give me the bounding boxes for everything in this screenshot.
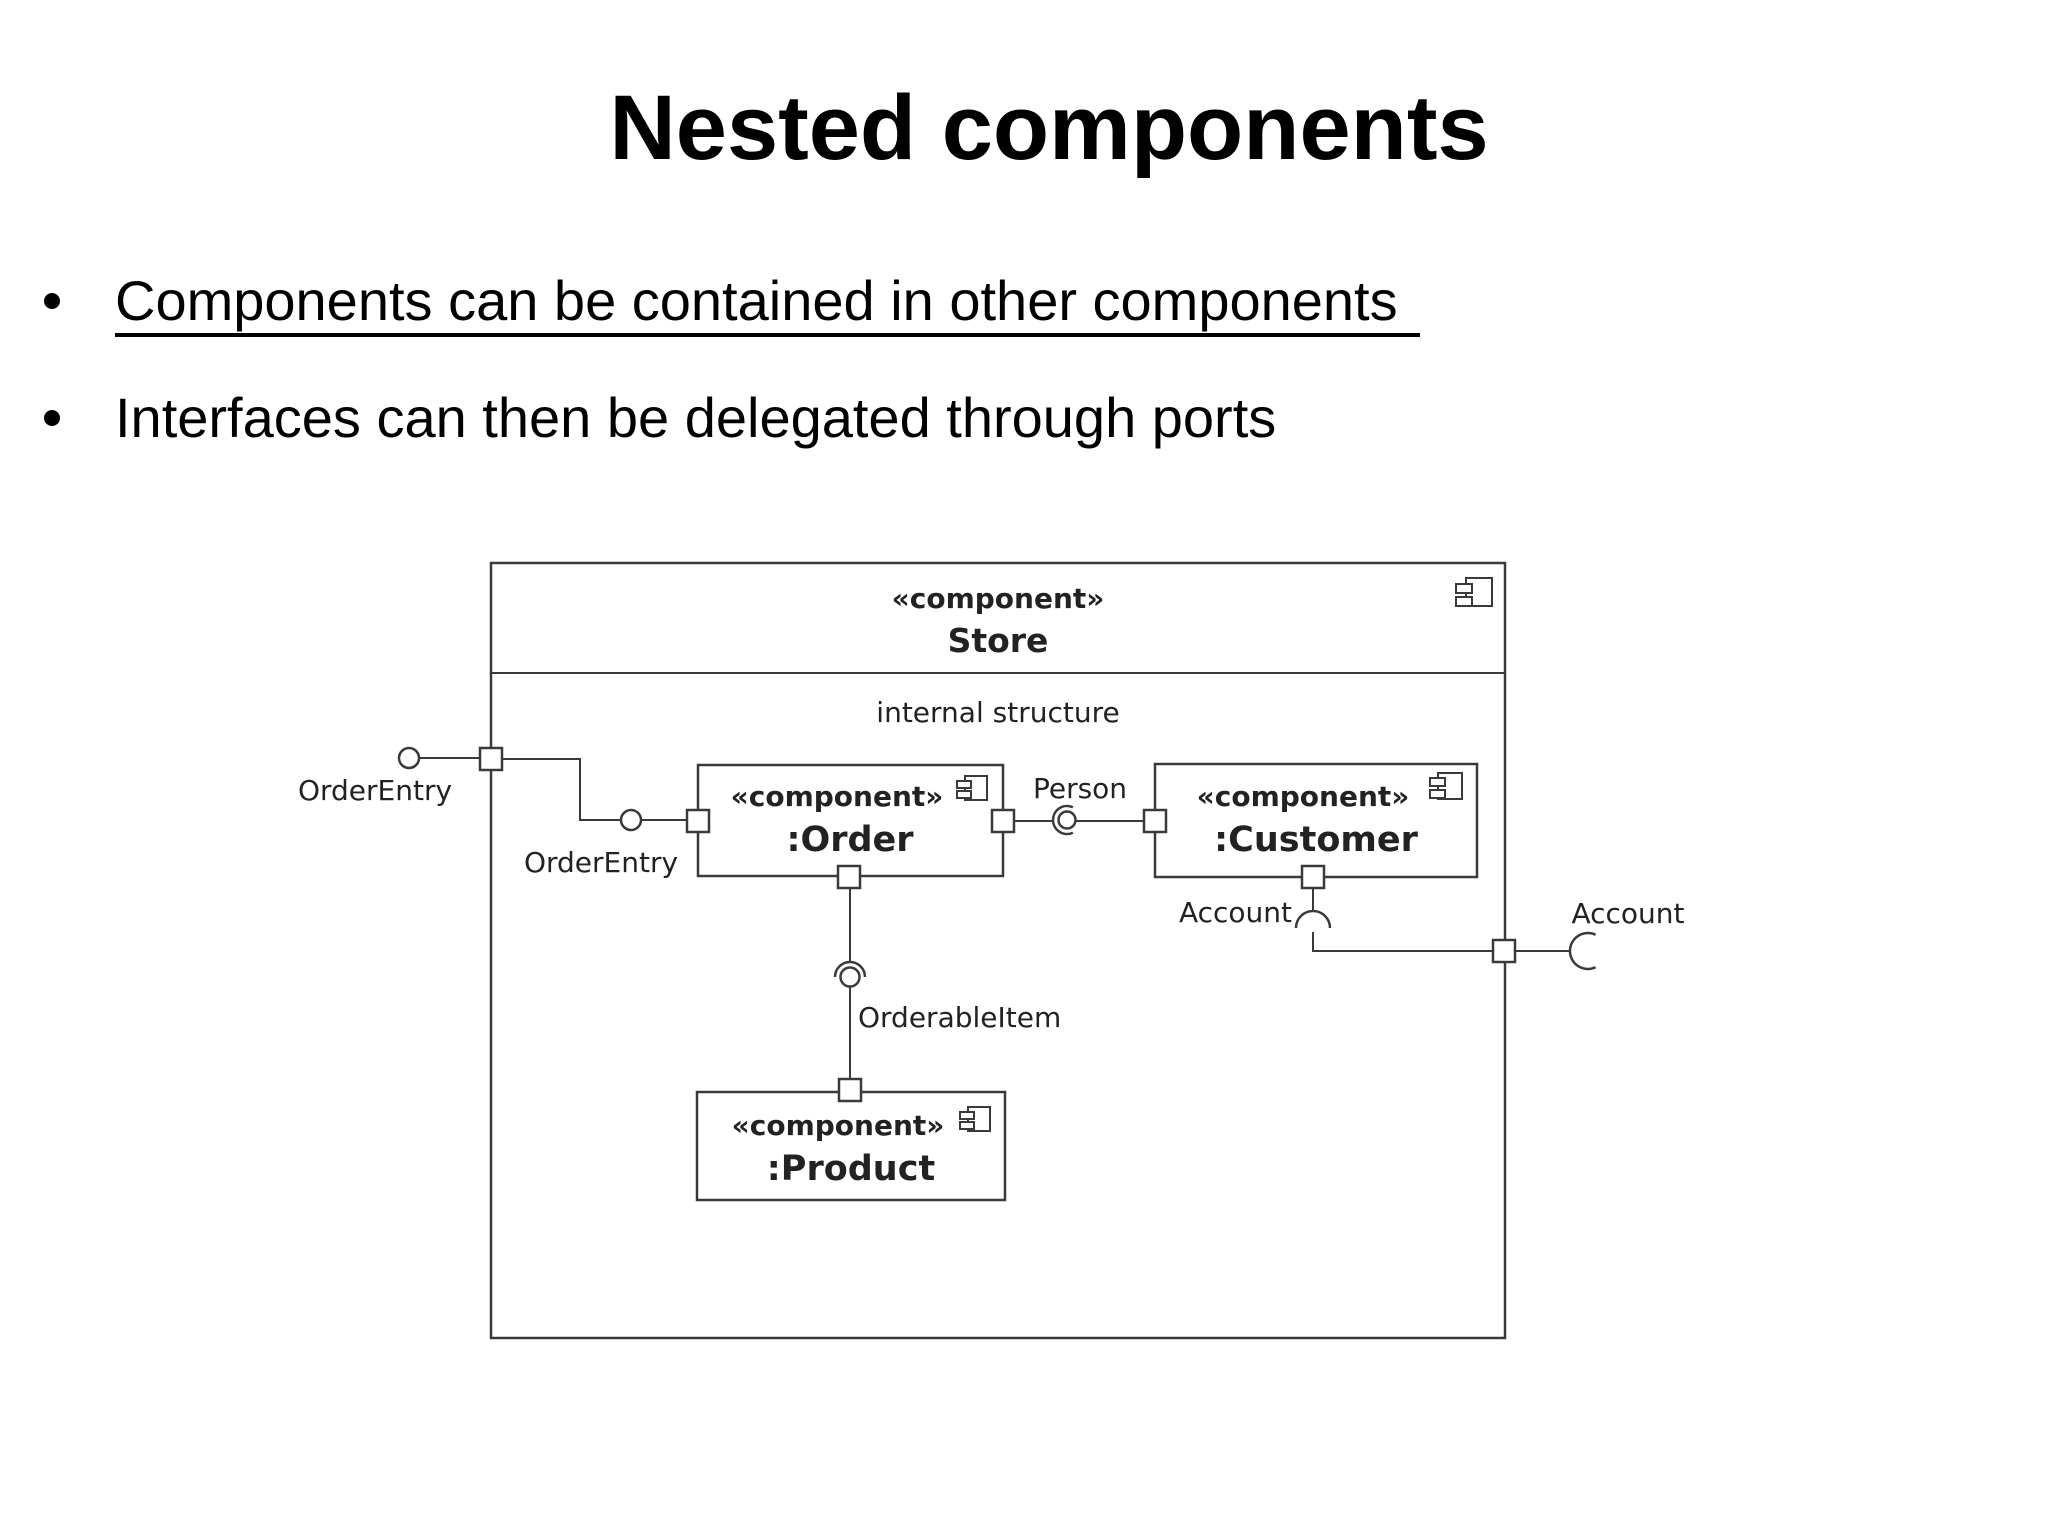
- orderentry-delegation-wire: [502, 758, 621, 821]
- orderentry-inner-ball-icon: [619, 808, 643, 832]
- store-account-port: [1491, 938, 1517, 964]
- bullet-text: Components can be contained in other com…: [115, 273, 1420, 337]
- store-orderentry-port: [478, 746, 504, 772]
- customer-component: «component» :Customer: [1153, 762, 1479, 879]
- store-stereotype: «component»: [892, 582, 1105, 615]
- bullet-dot: [44, 293, 60, 309]
- component-icon: [959, 1106, 991, 1132]
- order-left-port: [685, 808, 711, 834]
- person-ball-icon: [1057, 810, 1077, 830]
- account-external-label: Account: [1571, 897, 1684, 930]
- ports: [478, 746, 1517, 1103]
- component-icon: [956, 775, 988, 801]
- interface-labels: OrderEntry OrderEntry Person OrderableIt…: [298, 772, 1685, 1034]
- customer-left-port: [1142, 808, 1168, 834]
- orderableitem-socket-icon: [833, 960, 867, 978]
- account-external-socket-icon: [1568, 931, 1597, 971]
- orderentry-internal-label: OrderEntry: [524, 846, 678, 879]
- component-icon: [1455, 577, 1493, 607]
- product-top-port: [837, 1077, 863, 1103]
- order-name: :Order: [786, 820, 914, 860]
- customer-stereotype: «component»: [1197, 780, 1410, 813]
- bullet-item: Interfaces can then be delegated through…: [44, 390, 1276, 446]
- product-name: :Product: [767, 1149, 935, 1189]
- account-socket-icon: [1294, 909, 1332, 929]
- order-bottom-port: [836, 864, 862, 890]
- customer-name: :Customer: [1214, 820, 1418, 860]
- bullet-item: Components can be contained in other com…: [44, 273, 1420, 337]
- order-stereotype: «component»: [731, 780, 944, 813]
- interface-symbols: [397, 746, 1597, 988]
- order-right-port: [990, 808, 1016, 834]
- account-delegation-wire: [1312, 932, 1493, 952]
- person-label: Person: [1033, 772, 1127, 805]
- orderentry-ball-icon: [397, 746, 421, 770]
- order-box: [696, 763, 1005, 878]
- product-stereotype: «component»: [732, 1109, 945, 1142]
- uml-component-diagram: «component» Store internal structure: [298, 561, 1685, 1340]
- orderentry-external-label: OrderEntry: [298, 774, 452, 807]
- internal-structure-label: internal structure: [876, 696, 1119, 729]
- customer-bottom-port: [1300, 864, 1326, 890]
- orderableitem-label: OrderableItem: [858, 1001, 1061, 1034]
- product-component: «component» :Product: [695, 1090, 1007, 1202]
- customer-box: [1153, 762, 1479, 879]
- slide-title: Nested components: [609, 77, 1489, 179]
- bullet-text: Interfaces can then be delegated through…: [115, 386, 1277, 449]
- store-name: Store: [948, 621, 1049, 660]
- orderableitem-ball-icon: [839, 966, 861, 988]
- component-icon: [1429, 772, 1463, 800]
- order-component: «component» :Order: [696, 763, 1005, 878]
- connector-wires: [419, 757, 1570, 1079]
- bullet-dot: [44, 410, 60, 426]
- account-internal-label: Account: [1179, 896, 1292, 929]
- person-socket-icon: [1051, 804, 1074, 836]
